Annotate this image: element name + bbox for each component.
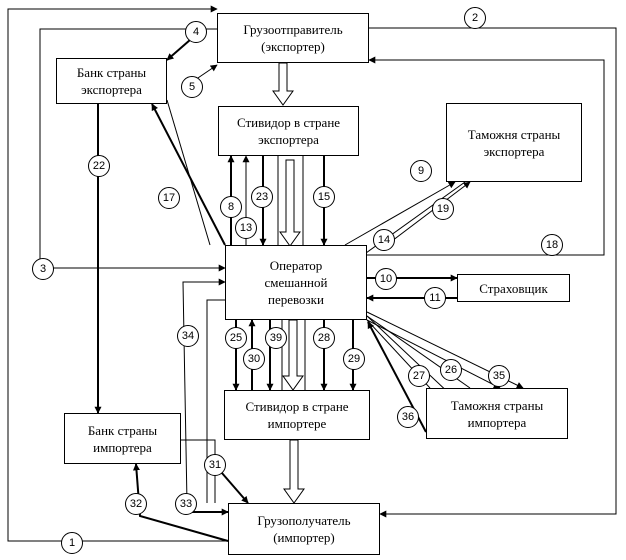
connector-17 bbox=[151, 103, 226, 246]
flow-label-17: 17 bbox=[158, 187, 180, 209]
flow-label-1: 1 bbox=[61, 532, 83, 554]
connector-from-bank bbox=[166, 99, 211, 246]
flow-label-28: 28 bbox=[313, 327, 335, 349]
connector-32 bbox=[132, 463, 229, 542]
node-operator: Оператор смешанной перевозки bbox=[225, 245, 367, 320]
connector-1 bbox=[7, 5, 228, 542]
node-bank-exporter-label: Банк страны экспортера bbox=[76, 65, 147, 97]
flow-label-13: 13 bbox=[235, 217, 257, 239]
node-bank-importer-label: Банк страны импортера bbox=[87, 422, 158, 455]
node-operator-label: Оператор смешанной перевозки bbox=[264, 258, 328, 307]
node-shipper-label: Грузоотправитель (экспортер) bbox=[243, 22, 343, 54]
flow-label-18: 18 bbox=[541, 234, 563, 256]
flow-label-26: 26 bbox=[440, 359, 462, 381]
node-customs-importer: Таможня страны импортера bbox=[426, 388, 568, 439]
node-customs-exporter-label: Таможня страны экспортера bbox=[467, 126, 561, 159]
flow-label-19: 19 bbox=[432, 198, 454, 220]
node-stevedore-importer: Стивидор в стране импортере bbox=[224, 390, 370, 440]
flow-label-23: 23 bbox=[251, 186, 273, 208]
flow-label-9: 9 bbox=[410, 160, 432, 182]
connector-34 bbox=[182, 278, 226, 504]
flow-label-2: 2 bbox=[464, 7, 486, 29]
flow-label-11: 11 bbox=[424, 287, 446, 309]
flow-label-14: 14 bbox=[373, 229, 395, 251]
connector-stack bbox=[206, 299, 225, 503]
node-insurer-label: Страховщик bbox=[479, 280, 548, 296]
flow-label-33: 33 bbox=[175, 493, 197, 515]
node-stevedore-importer-label: Стивидор в стране импортере bbox=[245, 399, 349, 431]
flow-label-36: 36 bbox=[397, 406, 419, 428]
flow-label-34: 34 bbox=[177, 325, 199, 347]
flow-label-32: 32 bbox=[125, 493, 147, 515]
connector-9 bbox=[344, 181, 456, 246]
node-stevedore-exporter-label: Стивидор в стране экспортера bbox=[236, 115, 341, 147]
node-consignee-label: Грузополучатель (импортер) bbox=[257, 513, 351, 545]
flow-label-22: 22 bbox=[88, 155, 110, 177]
flow-label-39: 39 bbox=[265, 327, 287, 349]
cargo-arrow-stevedore-to-consignee bbox=[283, 439, 305, 504]
flow-label-15: 15 bbox=[313, 186, 335, 208]
flow-label-35: 35 bbox=[488, 365, 510, 387]
cargo-arrow-stevedore-to-operator bbox=[279, 159, 301, 247]
node-bank-exporter: Банк страны экспортера bbox=[56, 58, 167, 104]
node-customs-importer-label: Таможня страны импортера bbox=[450, 397, 544, 430]
cargo-arrow-shipper-to-stevedore bbox=[272, 62, 294, 106]
node-insurer: Страховщик bbox=[457, 274, 570, 302]
connector-18 bbox=[367, 56, 605, 256]
flow-label-5: 5 bbox=[181, 76, 203, 98]
flow-label-25: 25 bbox=[225, 327, 247, 349]
cargo-arrow-operator-to-stevedore bbox=[282, 319, 304, 391]
connector-3 bbox=[39, 28, 226, 272]
flow-label-27: 27 bbox=[408, 365, 430, 387]
connector-2 bbox=[369, 27, 617, 518]
flow-label-29: 29 bbox=[343, 348, 365, 370]
flow-label-8: 8 bbox=[220, 196, 242, 218]
flow-label-30: 30 bbox=[243, 348, 265, 370]
flow-label-10: 10 bbox=[375, 268, 397, 290]
flow-label-31: 31 bbox=[204, 454, 226, 476]
connector-36a bbox=[366, 315, 453, 397]
connector-bank-in bbox=[181, 439, 216, 503]
node-shipper: Грузоотправитель (экспортер) bbox=[217, 13, 369, 63]
node-customs-exporter: Таможня страны экспортера bbox=[446, 103, 582, 182]
node-consignee: Грузополучатель (импортер) bbox=[228, 503, 380, 555]
flow-label-3: 3 bbox=[32, 258, 54, 280]
node-bank-importer: Банк страны импортера bbox=[64, 413, 181, 464]
flow-label-4: 4 bbox=[185, 21, 207, 43]
connector-19 bbox=[379, 181, 471, 251]
node-stevedore-exporter: Стивидор в стране экспортера bbox=[218, 106, 359, 156]
